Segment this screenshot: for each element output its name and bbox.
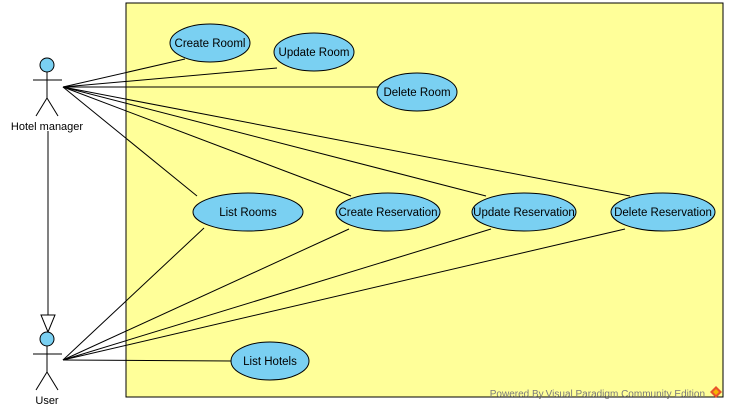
assoc-user-create-reservation [62, 228, 350, 361]
use-case-label: Delete Room [383, 87, 450, 99]
assoc-manager-create-room [62, 58, 186, 88]
actor-head-icon [39, 57, 55, 73]
use-case-label: Create Rooml [175, 38, 246, 50]
manager-associations [62, 58, 631, 197]
use-case-update-reservation[interactable]: Update Reservation [471, 192, 577, 232]
use-case-label: Update Reservation [473, 207, 575, 219]
use-case-delete-reservation[interactable]: Delete Reservation [610, 192, 716, 232]
assoc-manager-update-reservation [62, 86, 487, 197]
assoc-user-list-hotels [62, 359, 233, 362]
use-case-label: List Hotels [243, 356, 297, 368]
actor-label-user: User [35, 395, 59, 407]
actor-label-hotel-manager: Hotel manager [11, 121, 83, 133]
assoc-manager-create-reservation [62, 86, 352, 197]
use-case-label: Update Room [279, 47, 350, 59]
use-case-create-reservation[interactable]: Create Reservation [335, 192, 441, 232]
use-case-update-room[interactable]: Update Room [273, 32, 355, 72]
assoc-user-delete-reservation [62, 228, 626, 361]
use-case-list-rooms[interactable]: List Rooms [192, 192, 304, 232]
use-case-delete-room[interactable]: Delete Room [376, 72, 458, 112]
use-case-create-room[interactable]: Create Rooml [169, 23, 251, 63]
assoc-manager-delete-reservation [62, 86, 631, 197]
visual-paradigm-logo-icon [710, 386, 722, 398]
actor-hotel-manager[interactable]: Hotel manager [11, 57, 83, 133]
user-associations [62, 227, 626, 362]
assoc-manager-list-rooms [62, 86, 198, 197]
assoc-manager-update-room [62, 67, 278, 88]
use-case-list-hotels[interactable]: List Hotels [230, 341, 310, 381]
assoc-user-list-rooms [62, 227, 205, 361]
use-case-label: List Rooms [219, 207, 277, 219]
use-case-label: Create Reservation [338, 207, 437, 219]
assoc-user-update-reservation [62, 228, 492, 361]
watermark-text: Powered By Visual Paradigm Community Edi… [490, 389, 705, 400]
actor-head-icon [39, 331, 55, 347]
use-case-label: Delete Reservation [614, 207, 712, 219]
actor-user[interactable]: User [33, 331, 62, 407]
generalization-arrow [40, 131, 56, 334]
